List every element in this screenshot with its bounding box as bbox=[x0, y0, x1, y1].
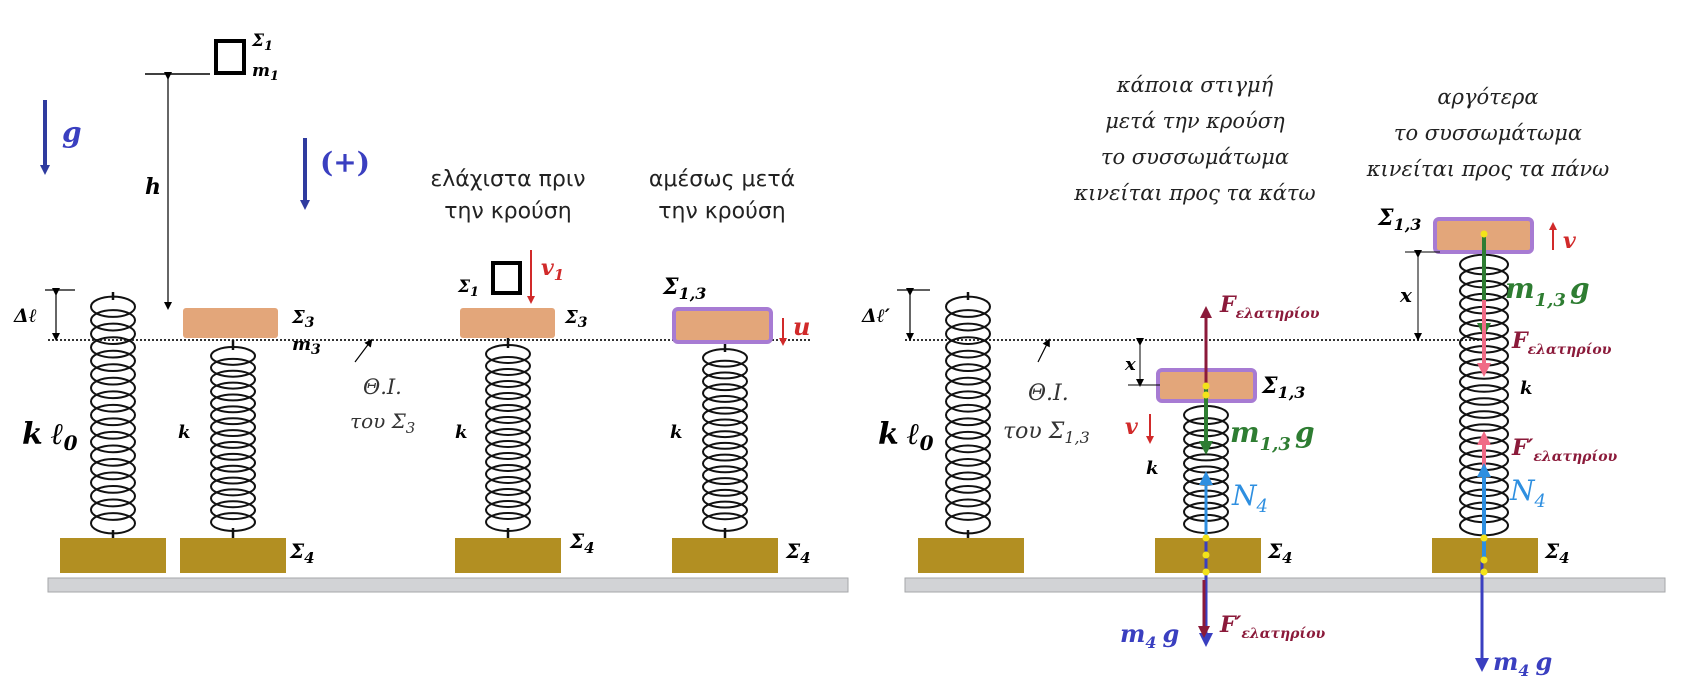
F-el-label-down: Fελατηρίου bbox=[1219, 292, 1320, 322]
caption-after-1: αμέσως μετά bbox=[649, 167, 795, 192]
k-label-2: k bbox=[178, 422, 190, 443]
F-el-prime-label-up: F′ελατηρίου bbox=[1511, 435, 1618, 465]
application-point-1 bbox=[1202, 382, 1210, 390]
application-point-5 bbox=[1202, 568, 1210, 576]
ground-right bbox=[904, 577, 1666, 593]
h-label: h bbox=[145, 174, 161, 200]
caption-up-1: αργότερα bbox=[1437, 85, 1538, 109]
sigma3-label-b: Σ3 bbox=[564, 307, 588, 331]
F-el-prime-label-down: F′ελατηρίου bbox=[1219, 612, 1326, 642]
g-label: g bbox=[62, 116, 82, 149]
application-point-6 bbox=[1480, 230, 1488, 238]
spring-5 bbox=[945, 292, 991, 538]
sigma4-label-2b: Σ4 bbox=[289, 539, 315, 567]
m3-label: m3 bbox=[292, 334, 321, 358]
theta-pointer-left bbox=[354, 338, 373, 363]
base-block-5 bbox=[918, 538, 1024, 573]
sigma13-label-b: Σ1,3 bbox=[1261, 373, 1305, 402]
base-block-2 bbox=[180, 538, 286, 573]
caption-down-3: το συσσωμάτωμα bbox=[1101, 145, 1289, 169]
caption-before-1: ελάχιστα πριν bbox=[430, 167, 585, 192]
tou-s3-label: του Σ3 bbox=[350, 409, 415, 437]
block-sigma1-top bbox=[214, 39, 246, 75]
v-label-down: v bbox=[1125, 414, 1138, 440]
sigma1-label: Σ1 bbox=[251, 31, 273, 54]
sigma4-label-down: Σ4 bbox=[1267, 539, 1293, 567]
block-sigma3-b bbox=[460, 308, 555, 338]
caption-up-3: κινείται προς τα πάνω bbox=[1366, 157, 1610, 181]
caption-up-2: το συσσωμάτωμα bbox=[1394, 121, 1582, 145]
F-el-label-up: Fελατηρίου bbox=[1511, 328, 1612, 358]
application-points bbox=[1202, 230, 1488, 576]
sigma4-label-up: Σ4 bbox=[1544, 539, 1570, 567]
ground-left bbox=[47, 577, 849, 593]
k-label-up: k bbox=[1520, 378, 1532, 399]
v-label-up: v bbox=[1563, 228, 1576, 254]
tou-s13-label: του Σ1,3 bbox=[1003, 419, 1090, 447]
theta-label-left: Θ.Ι. bbox=[363, 375, 402, 399]
spring-2 bbox=[210, 340, 256, 538]
sigma13-label-c: Σ1,3 bbox=[1377, 205, 1421, 234]
caption-down-4: κινείται προς τα κάτω bbox=[1073, 181, 1315, 205]
application-point-9 bbox=[1480, 568, 1488, 576]
x-label-up: x bbox=[1399, 283, 1413, 307]
N4-label-up: N4 bbox=[1509, 474, 1546, 512]
theta-pointer-right bbox=[1037, 338, 1050, 363]
application-point-7 bbox=[1480, 534, 1488, 542]
base-block-3 bbox=[455, 538, 561, 573]
spring-4 bbox=[702, 342, 748, 538]
k-label-3: k bbox=[455, 422, 467, 443]
k-label-4: k bbox=[670, 422, 682, 443]
dlp-label: Δℓ′ bbox=[861, 305, 890, 327]
sigma13-label-a: Σ1,3 bbox=[662, 274, 706, 303]
theta-label-right: Θ.Ι. bbox=[1028, 381, 1069, 406]
block-sigma1-before bbox=[491, 261, 522, 295]
sigma1-label-before: Σ1 bbox=[457, 277, 479, 300]
application-point-3 bbox=[1202, 534, 1210, 542]
sigma3-label-a: Σ3 bbox=[291, 307, 315, 331]
v1-label: v1 bbox=[541, 255, 564, 284]
k-label-down: k bbox=[1146, 458, 1158, 479]
sigma4-label-3: Σ4 bbox=[569, 529, 595, 557]
application-point-2 bbox=[1202, 391, 1210, 399]
spring-3 bbox=[485, 338, 531, 538]
application-point-8 bbox=[1480, 556, 1488, 564]
N4-label-down: N4 bbox=[1231, 479, 1268, 517]
spring-1 bbox=[90, 292, 136, 538]
block-sigma13-a bbox=[672, 307, 773, 344]
plus-label: (+) bbox=[320, 146, 370, 179]
caption-down-1: κάποια στιγμή bbox=[1116, 73, 1274, 97]
caption-down-2: μετά την κρούση bbox=[1105, 109, 1285, 133]
block-sigma3-a bbox=[183, 308, 278, 338]
base-block-1 bbox=[60, 538, 166, 573]
dl-label: Δℓ bbox=[13, 305, 37, 327]
m1-label: m1 bbox=[252, 61, 279, 84]
x-label-down: x bbox=[1124, 354, 1136, 375]
caption-before-2: την κρούση bbox=[444, 199, 571, 224]
base-block-4 bbox=[672, 538, 778, 573]
application-point-4 bbox=[1202, 551, 1210, 559]
u-label: u bbox=[793, 312, 810, 341]
caption-after-2: την κρούση bbox=[658, 199, 785, 224]
sigma4-label-4: Σ4 bbox=[785, 539, 811, 567]
